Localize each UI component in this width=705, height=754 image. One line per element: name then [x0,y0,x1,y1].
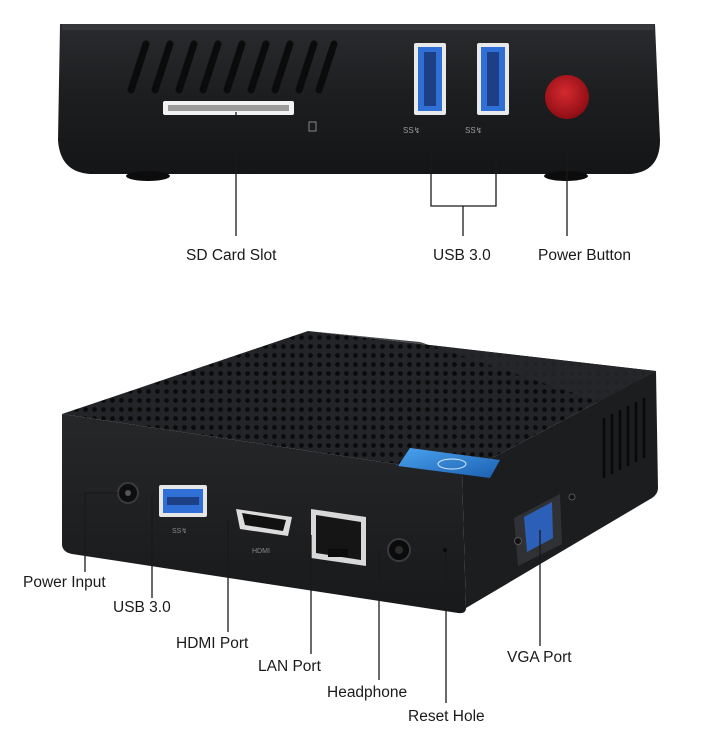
front-usb-port-right [477,43,509,115]
leader-power-input [84,492,118,572]
label-headphone: Headphone [327,684,407,701]
rear-view: SS↯ HDMI [23,331,658,725]
headphone-jack [387,538,411,562]
label-sd-card-slot: SD Card Slot [186,247,277,264]
label-usb-3-0-rear: USB 3.0 [113,599,171,616]
processor-badge [398,448,500,478]
rear-usb-ss-mark: SS↯ [172,527,187,535]
sd-card-icon [308,121,317,132]
rear-usb-port [159,485,207,517]
vga-port [514,493,576,566]
lan-port [311,509,366,566]
label-power-button: Power Button [538,247,631,264]
front-view: SS↯ SS↯ SD Card Slot USB 3.0 Power Butto… [58,24,660,264]
front-vent-slots [127,40,338,94]
usb-ss-mark-left: SS↯ [403,126,420,135]
front-device-body [58,24,660,174]
label-lan-port: LAN Port [258,658,322,675]
hdmi-mark: HDMI [252,548,270,555]
label-reset-hole: Reset Hole [408,708,485,725]
power-button [545,75,589,119]
sd-card-slot [163,101,294,115]
side-vent-slots [602,398,646,478]
rear-device-side-face [462,371,658,608]
front-usb-port-left [414,43,446,115]
front-top-edge [62,24,654,30]
reset-hole [443,548,447,552]
usb-ss-mark-right: SS↯ [465,126,482,135]
hdmi-port [236,509,292,536]
front-foot-right [544,171,588,181]
label-power-input: Power Input [23,574,106,591]
front-foot-left [126,171,170,181]
power-input-jack [117,482,139,504]
rear-top-smooth-band [308,331,656,402]
label-usb-3-0-front: USB 3.0 [433,247,491,264]
label-vga-port: VGA Port [507,649,572,666]
label-hdmi-port: HDMI Port [176,635,249,652]
